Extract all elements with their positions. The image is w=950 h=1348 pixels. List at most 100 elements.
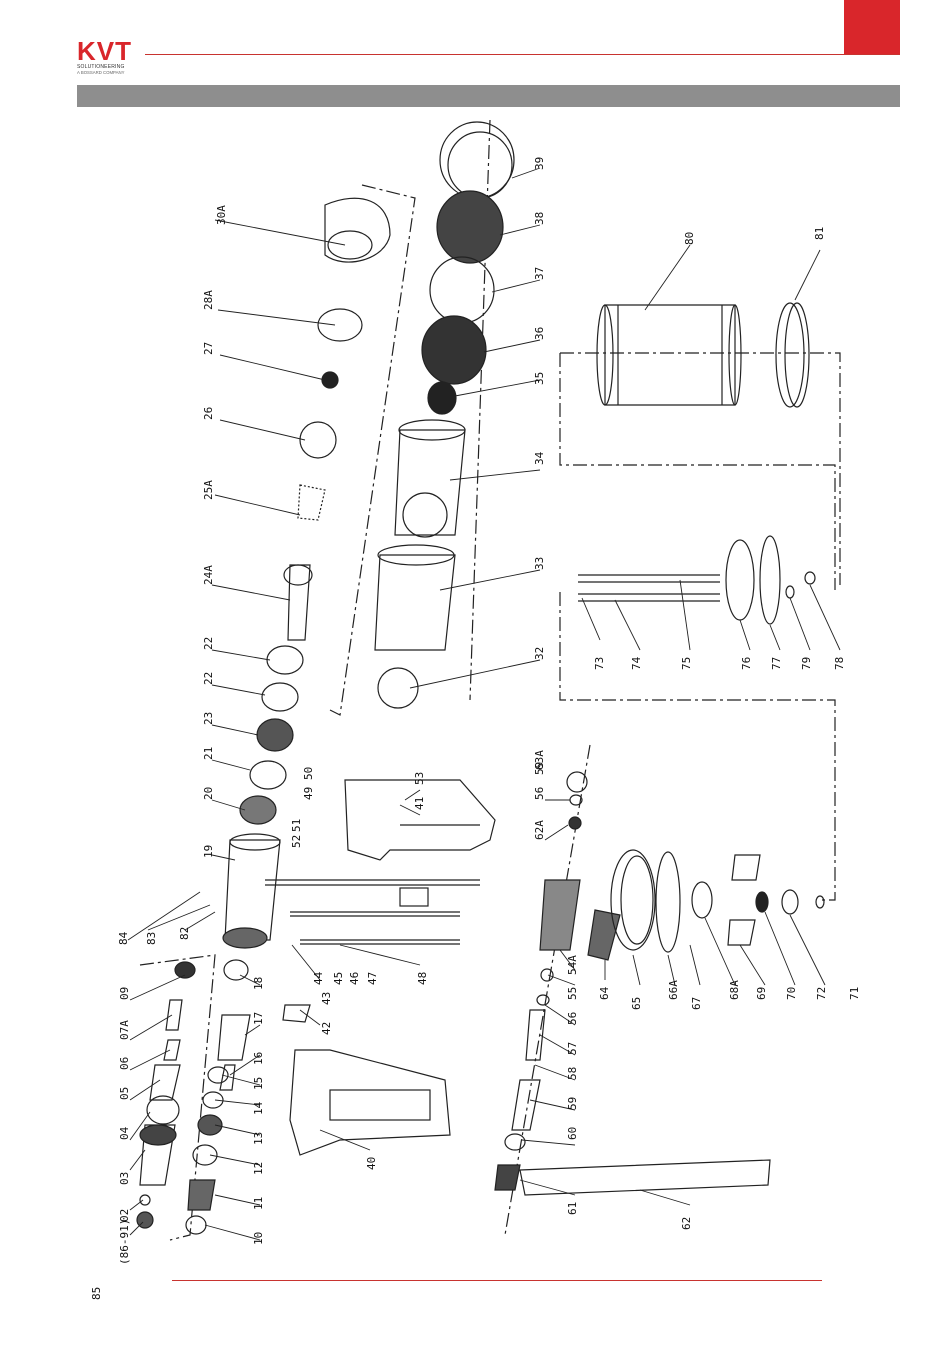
part-label: 45 [332,972,345,985]
part-label: 16 [252,1052,265,1065]
part-label: 54A [566,955,579,975]
part-81-cylinder [596,304,742,406]
part-label: 07A [118,1020,131,1040]
part-label: 47 [366,972,379,985]
part-label: 19 [202,845,215,858]
part-label: 80 [683,232,696,245]
part-label: 18 [252,977,265,990]
part-label: 13 [252,1132,265,1145]
part-label: 79 [800,657,813,670]
part-label: 38 [533,212,546,225]
part-label: 27 [202,342,215,355]
part-label: 62A [533,820,546,840]
part-label: 63A [533,750,546,770]
part-label: 70 [785,987,798,1000]
part-label: 67 [690,997,703,1010]
part-41-handle [344,779,496,861]
part-label: 56 [566,1012,579,1025]
part-label: 75 [680,657,693,670]
part-label: 14 [252,1101,265,1115]
part-label: 82 [178,927,191,940]
part-19-body [222,833,281,949]
part-label: 11 [252,1197,265,1210]
part-label: 23 [202,712,215,725]
part-label: 28A [202,290,215,310]
part-label: 34 [533,451,546,465]
part-label: 05 [118,1087,131,1100]
part-label: 37 [533,267,546,280]
part-label: 72 [815,987,828,1000]
parts-65-73-stack [587,849,825,961]
part-label: 71 [848,987,861,1000]
brand-tagline: SOLUTIONEERING [77,64,125,70]
part-label: 40 [365,1157,378,1170]
part-label: 61 [566,1202,579,1215]
header-rule [145,54,900,55]
part-label: 66A [667,980,680,1000]
brand-logo: KVT SOLUTIONEERING A BOSSARD COMPANY [77,38,137,82]
brand-name: KVT [77,36,132,66]
part-label: 83 [145,932,158,945]
part-label: 39 [533,157,546,170]
page-corner-tab [844,0,900,55]
parts-02-18-stack [136,959,311,1235]
part-label: 41 [413,797,426,810]
leader-lines [127,167,841,1241]
assembly-frame [139,119,841,1241]
part-labels: (86-91)020304050607A09101112131415161718… [90,157,861,1300]
part-label: 06 [118,1057,131,1070]
part-label: 22 [202,637,215,650]
part-label: 59 [566,1097,579,1110]
part-label: 22 [202,672,215,685]
part-label: 65 [630,997,643,1010]
part-label: 46 [348,972,361,985]
part-label: 48 [416,972,429,985]
part-label: 85 [90,1287,103,1300]
part-label: 49 [302,787,315,800]
part-label: 53 [413,772,426,785]
part-label: 68A [728,980,741,1000]
part-label: 21 [202,747,215,760]
part-label: 43 [320,992,333,1005]
part-label: 55 [566,987,579,1000]
section-band [77,85,900,107]
part-label: 32 [533,647,546,660]
part-label: 73 [593,657,606,670]
part-label: 74 [630,656,643,670]
part-label: 17 [252,1012,265,1025]
part-label: 69 [755,987,768,1000]
brand-parent: A BOSSARD COMPANY [77,70,125,75]
part-label: 58 [566,1067,579,1080]
part-label: 09 [118,987,131,1000]
part-label: 02 [118,1209,131,1222]
part-label: 12 [252,1162,265,1175]
part-label: 59 [533,762,546,775]
part-82-ring [775,302,810,408]
parts-74-80-assembly [578,535,816,625]
part-label: 44 [312,971,325,985]
part-label: 33 [533,557,546,570]
part-label: 84 [117,931,130,945]
part-label: 20 [202,787,215,800]
part-label: 64 [598,986,611,1000]
footer-rule [172,1280,822,1281]
tie-rods [265,879,480,945]
part-label: 52 [290,835,303,848]
parts-32-39-stack [374,121,515,709]
part-label: 25A [202,480,215,500]
part-label: 24A [202,565,215,585]
part-label: 35 [533,372,546,385]
part-label: 81 [813,227,826,240]
part-label: 62 [680,1217,693,1230]
part-label: 03 [118,1172,131,1185]
part-label: 51 [290,819,303,832]
part-label: 26 [202,407,215,420]
parts-20-30-stack [239,197,391,825]
part-label: 30A [215,205,228,225]
part-label: 42 [320,1022,333,1035]
part-label: 60 [566,1127,579,1140]
part-label: 04 [118,1126,131,1140]
part-label: 36 [533,327,546,340]
part-label: 50 [302,767,315,780]
